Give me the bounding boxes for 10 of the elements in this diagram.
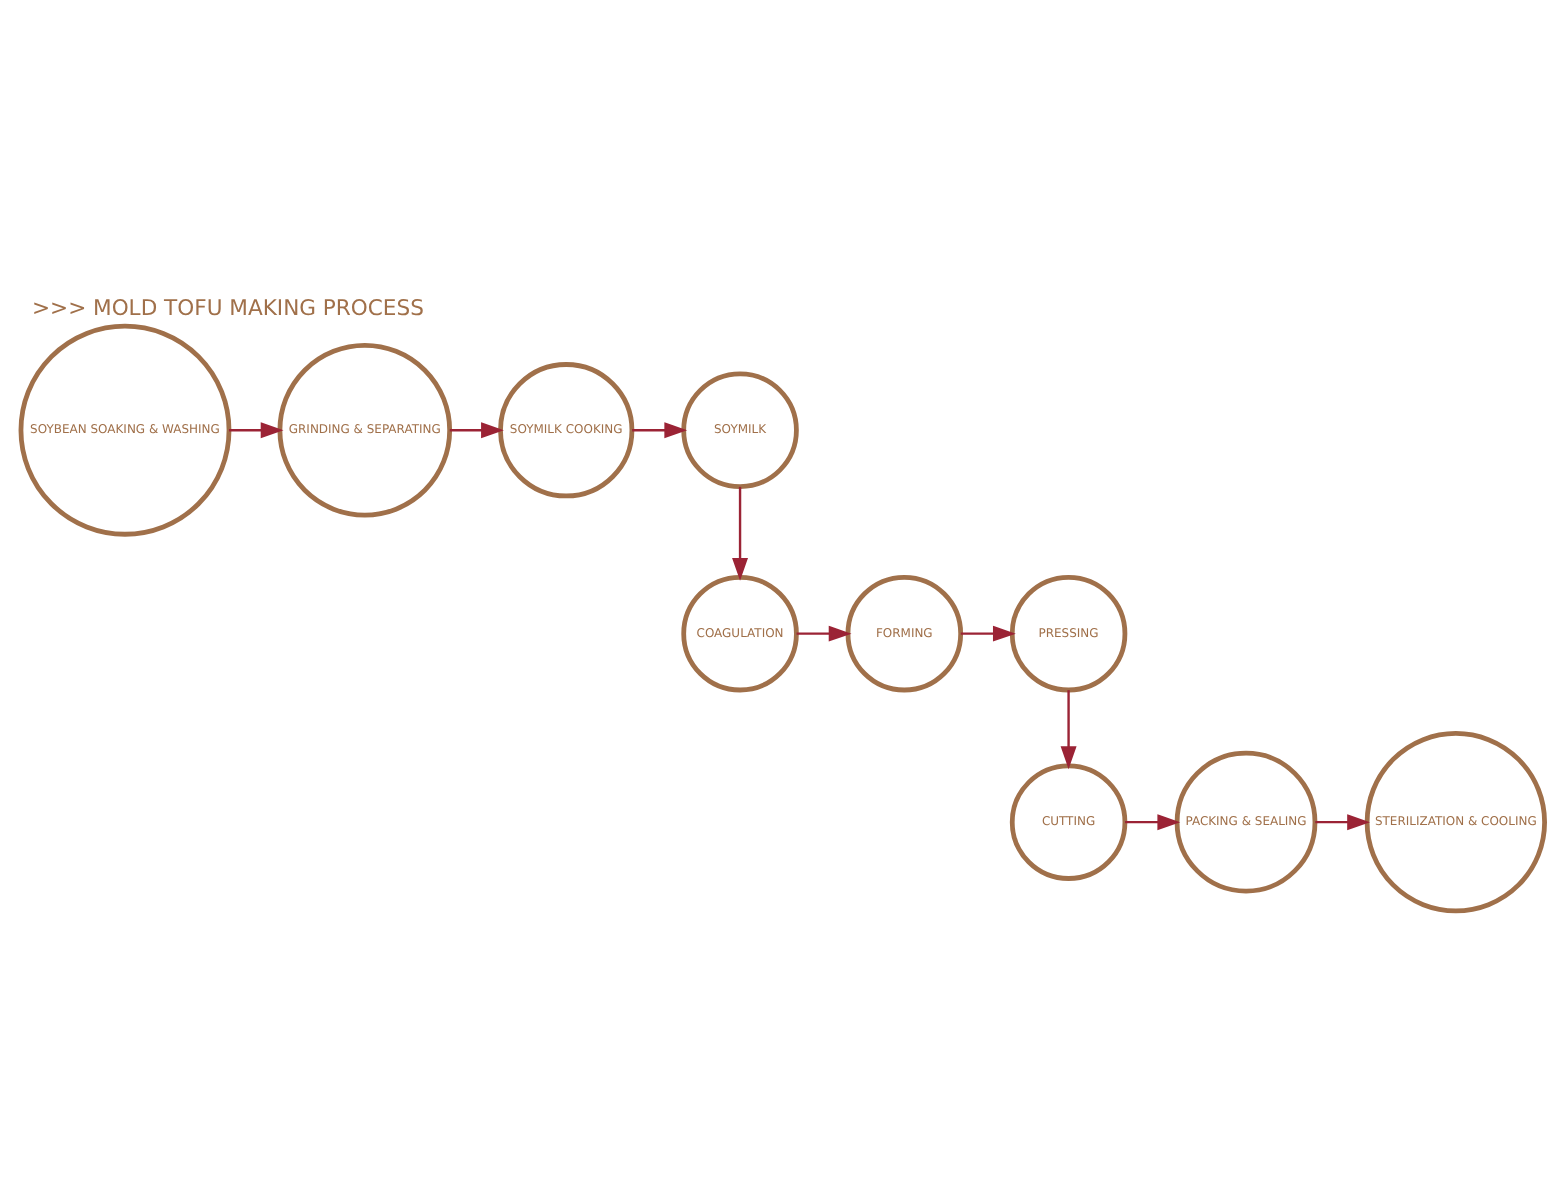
diagram-title: >>> MOLD TOFU MAKING PROCESS [32,293,424,320]
arrow [1315,813,1370,830]
arrow [1060,689,1077,769]
arrow [960,624,1016,641]
arrow [449,421,504,438]
arrow [796,624,852,641]
arrow [632,421,688,438]
arrow [1125,813,1181,830]
arrow [732,485,749,580]
arrow [228,421,284,438]
